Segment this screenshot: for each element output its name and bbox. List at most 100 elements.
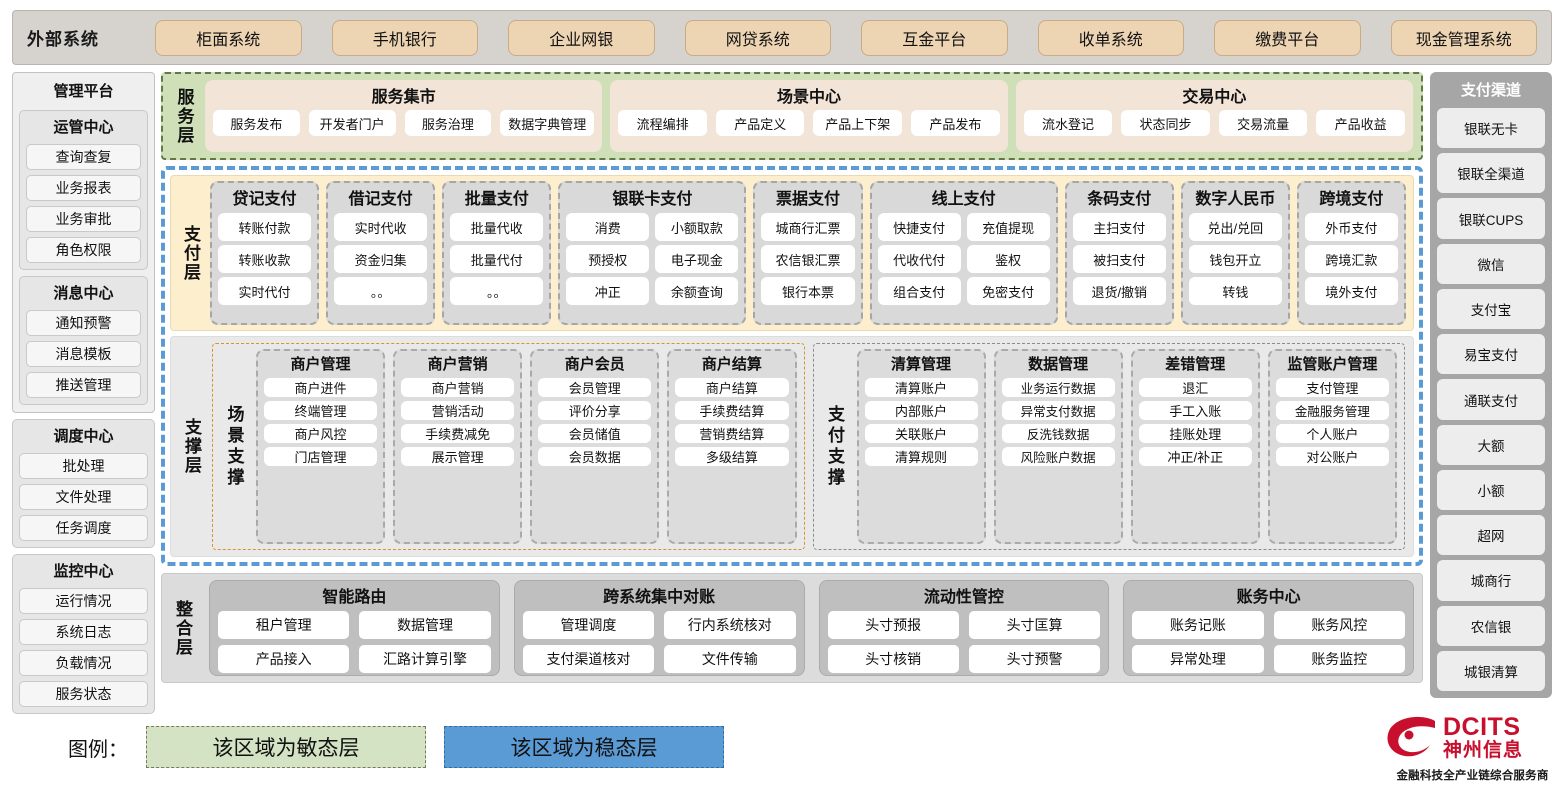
scene-item[interactable]: 商户进件 — [264, 378, 378, 397]
scene-item[interactable]: 手续费结算 — [675, 401, 789, 420]
service-item[interactable]: 产品定义 — [715, 110, 805, 136]
sidebar-item-query[interactable]: 查询查复 — [26, 144, 141, 170]
scene-item[interactable]: 营销活动 — [401, 401, 515, 420]
service-item[interactable]: 开发者门户 — [308, 110, 396, 136]
paysup-item[interactable]: 对公账户 — [1275, 447, 1389, 466]
paysup-item[interactable]: 支付管理 — [1275, 378, 1389, 397]
sidebar-item-syslog[interactable]: 系统日志 — [19, 619, 148, 645]
payment-item[interactable]: 境外支付 — [1304, 277, 1398, 305]
external-system-item[interactable]: 现金管理系统 — [1390, 19, 1537, 56]
service-item[interactable]: 产品收益 — [1316, 110, 1405, 136]
payment-item[interactable]: 鉴权 — [966, 245, 1050, 273]
integration-item[interactable]: 数据管理 — [359, 611, 491, 639]
integration-item[interactable]: 头寸核销 — [827, 645, 959, 673]
paysup-item[interactable]: 关联账户 — [864, 424, 978, 443]
payment-item[interactable]: 组合支付 — [877, 277, 961, 305]
channel-item-large-amount[interactable]: 大额 — [1437, 424, 1545, 465]
external-system-item[interactable]: 缴费平台 — [1214, 19, 1361, 56]
payment-item[interactable]: 代收代付 — [877, 245, 961, 273]
scene-item[interactable]: 手续费减免 — [401, 424, 515, 443]
external-system-item[interactable]: 网贷系统 — [684, 19, 831, 56]
external-system-item[interactable]: 互金平台 — [861, 19, 1008, 56]
payment-item[interactable]: 批量代收 — [450, 213, 544, 241]
paysup-item[interactable]: 冲正/补正 — [1138, 447, 1252, 466]
payment-item[interactable]: 城商行汇票 — [761, 213, 855, 241]
service-item[interactable]: 服务发布 — [213, 110, 300, 136]
paysup-item[interactable]: 业务运行数据 — [1001, 378, 1115, 397]
paysup-item[interactable]: 反洗钱数据 — [1001, 424, 1115, 443]
payment-item[interactable]: 冲正 — [566, 277, 650, 305]
payment-item[interactable]: 银行本票 — [761, 277, 855, 305]
payment-item[interactable]: 充值提现 — [966, 213, 1050, 241]
payment-item[interactable]: 免密支付 — [966, 277, 1050, 305]
payment-item[interactable]: 兑出/兑回 — [1188, 213, 1282, 241]
payment-item[interactable]: 消费 — [566, 213, 650, 241]
channel-item-allinpay[interactable]: 通联支付 — [1437, 379, 1545, 420]
payment-item[interactable]: 钱包开立 — [1188, 245, 1282, 273]
service-item[interactable]: 产品上下架 — [813, 110, 903, 136]
payment-item[interactable]: 被扫支付 — [1072, 245, 1166, 273]
paysup-item[interactable]: 退汇 — [1138, 378, 1252, 397]
integration-item[interactable]: 租户管理 — [218, 611, 350, 639]
integration-item[interactable]: 支付渠道核对 — [522, 645, 655, 673]
integration-item[interactable]: 文件传输 — [664, 645, 796, 673]
paysup-item[interactable]: 个人账户 — [1275, 424, 1389, 443]
scene-item[interactable]: 终端管理 — [264, 401, 378, 420]
payment-item[interactable]: 外币支付 — [1304, 213, 1398, 241]
service-item[interactable]: 产品发布 — [911, 110, 1000, 136]
channel-item-small-amount[interactable]: 小额 — [1437, 469, 1545, 511]
payment-item[interactable]: 跨境汇款 — [1304, 245, 1398, 273]
sidebar-item-svcstatus[interactable]: 服务状态 — [19, 681, 148, 707]
channel-item-city-bank-clearing[interactable]: 城银清算 — [1437, 650, 1545, 692]
service-item[interactable]: 状态同步 — [1121, 110, 1210, 136]
sidebar-item-roles[interactable]: 角色权限 — [26, 237, 141, 263]
scene-item[interactable]: 会员管理 — [538, 378, 652, 397]
scene-item[interactable]: 会员储值 — [538, 424, 652, 443]
sidebar-item-approval[interactable]: 业务审批 — [26, 206, 141, 232]
channel-item-unionpay-cardless[interactable]: 银联无卡 — [1437, 108, 1545, 149]
sidebar-item-batch[interactable]: 批处理 — [19, 453, 148, 479]
service-item[interactable]: 交易流量 — [1218, 110, 1308, 136]
channel-item-unionpay-omni[interactable]: 银联全渠道 — [1437, 153, 1545, 194]
payment-item[interactable]: 实时代付 — [218, 277, 312, 305]
integration-item[interactable]: 账务风控 — [1273, 611, 1405, 639]
sidebar-item-runtime[interactable]: 运行情况 — [19, 588, 148, 614]
sidebar-item-task[interactable]: 任务调度 — [19, 515, 148, 541]
channel-item-city-commercial-bank[interactable]: 城商行 — [1437, 560, 1545, 601]
integration-item[interactable]: 产品接入 — [218, 645, 350, 673]
integration-item[interactable]: 头寸预报 — [827, 611, 959, 639]
payment-item[interactable]: 退货/撤销 — [1072, 277, 1166, 305]
sidebar-item-report[interactable]: 业务报表 — [26, 175, 141, 201]
payment-item[interactable]: 电子现金 — [655, 245, 739, 273]
integration-item[interactable]: 头寸匡算 — [968, 611, 1101, 639]
scene-item[interactable]: 门店管理 — [264, 447, 378, 466]
paysup-item[interactable]: 风险账户数据 — [1001, 447, 1115, 466]
channel-item-rural-credit-bank[interactable]: 农信银 — [1437, 605, 1545, 646]
sidebar-item-file[interactable]: 文件处理 — [19, 484, 148, 510]
payment-item[interactable]: 转账付款 — [218, 213, 312, 241]
external-system-item[interactable]: 手机银行 — [331, 19, 478, 56]
external-system-item[interactable]: 收单系统 — [1037, 19, 1184, 56]
scene-item[interactable]: 商户营销 — [401, 378, 515, 397]
external-system-item[interactable]: 企业网银 — [508, 19, 655, 56]
integration-item[interactable]: 行内系统核对 — [664, 611, 796, 639]
sidebar-item-load[interactable]: 负载情况 — [19, 650, 148, 676]
scene-item[interactable]: 商户风控 — [264, 424, 378, 443]
integration-item[interactable]: 管理调度 — [522, 611, 655, 639]
payment-item[interactable]: 转账收款 — [218, 245, 312, 273]
integration-item[interactable]: 账务记账 — [1132, 611, 1264, 639]
payment-item[interactable]: 。。 — [450, 277, 544, 305]
payment-item[interactable]: 实时代收 — [334, 213, 428, 241]
payment-item[interactable]: 快捷支付 — [877, 213, 961, 241]
service-item[interactable]: 流程编排 — [618, 110, 707, 136]
paysup-item[interactable]: 内部账户 — [864, 401, 978, 420]
external-system-item[interactable]: 柜面系统 — [155, 19, 302, 56]
paysup-item[interactable]: 挂账处理 — [1138, 424, 1252, 443]
service-item[interactable]: 数据字典管理 — [500, 110, 595, 136]
service-item[interactable]: 流水登记 — [1023, 110, 1113, 136]
channel-item-unionpay-cups[interactable]: 银联CUPS — [1437, 198, 1545, 239]
payment-item[interactable]: 资金归集 — [334, 245, 428, 273]
scene-item[interactable]: 营销费结算 — [675, 424, 789, 443]
sidebar-item-template[interactable]: 消息模板 — [26, 341, 141, 367]
paysup-item[interactable]: 异常支付数据 — [1001, 401, 1115, 420]
